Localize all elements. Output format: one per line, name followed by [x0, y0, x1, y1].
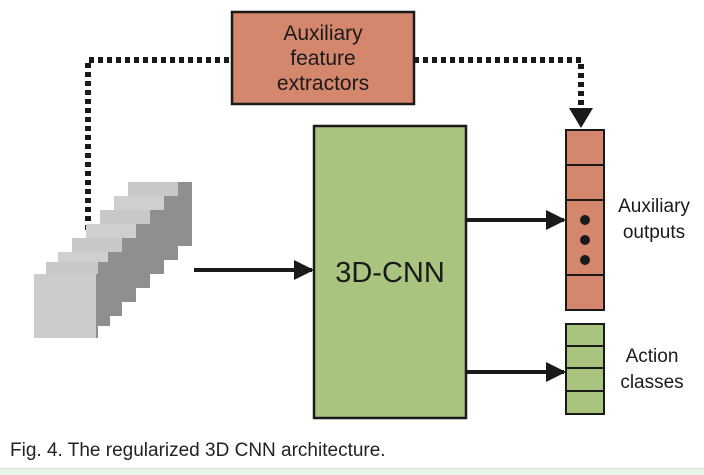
- aux-outputs-label-1: Auxiliary: [618, 196, 690, 217]
- aux-extractor-line-1: Auxiliary: [283, 22, 363, 45]
- aux-extractor-line-3: extractors: [277, 72, 369, 95]
- auxiliary-feature-extractors-box: Auxiliary feature extractors: [230, 10, 416, 106]
- dotted-connector-input: [85, 57, 232, 230]
- frame-8: [34, 274, 98, 338]
- cnn-block: 3D-CNN: [312, 124, 468, 420]
- action-classes-label-1: Action: [626, 346, 679, 367]
- dotted-connector-output: [414, 57, 584, 110]
- action-classes-stack: [565, 323, 605, 415]
- input-frame-stack: [34, 182, 192, 338]
- action-classes-label-2: classes: [620, 372, 683, 393]
- figure-caption: Fig. 4. The regularized 3D CNN architect…: [10, 440, 386, 461]
- dotted-connector-arrowhead: [569, 108, 593, 128]
- aux-extractor-line-2: feature: [290, 47, 355, 70]
- ellipsis-dot-3: [580, 255, 590, 265]
- bottom-strip: [0, 468, 704, 475]
- ellipsis-dot-1: [580, 215, 590, 225]
- ellipsis-dot-2: [580, 235, 590, 245]
- architecture-diagram: Auxiliary feature extractors 3D-CNN Auxi…: [34, 10, 690, 420]
- aux-outputs-label-2: outputs: [623, 222, 685, 243]
- auxiliary-outputs-stack: [565, 129, 605, 311]
- cnn-label: 3D-CNN: [335, 257, 445, 289]
